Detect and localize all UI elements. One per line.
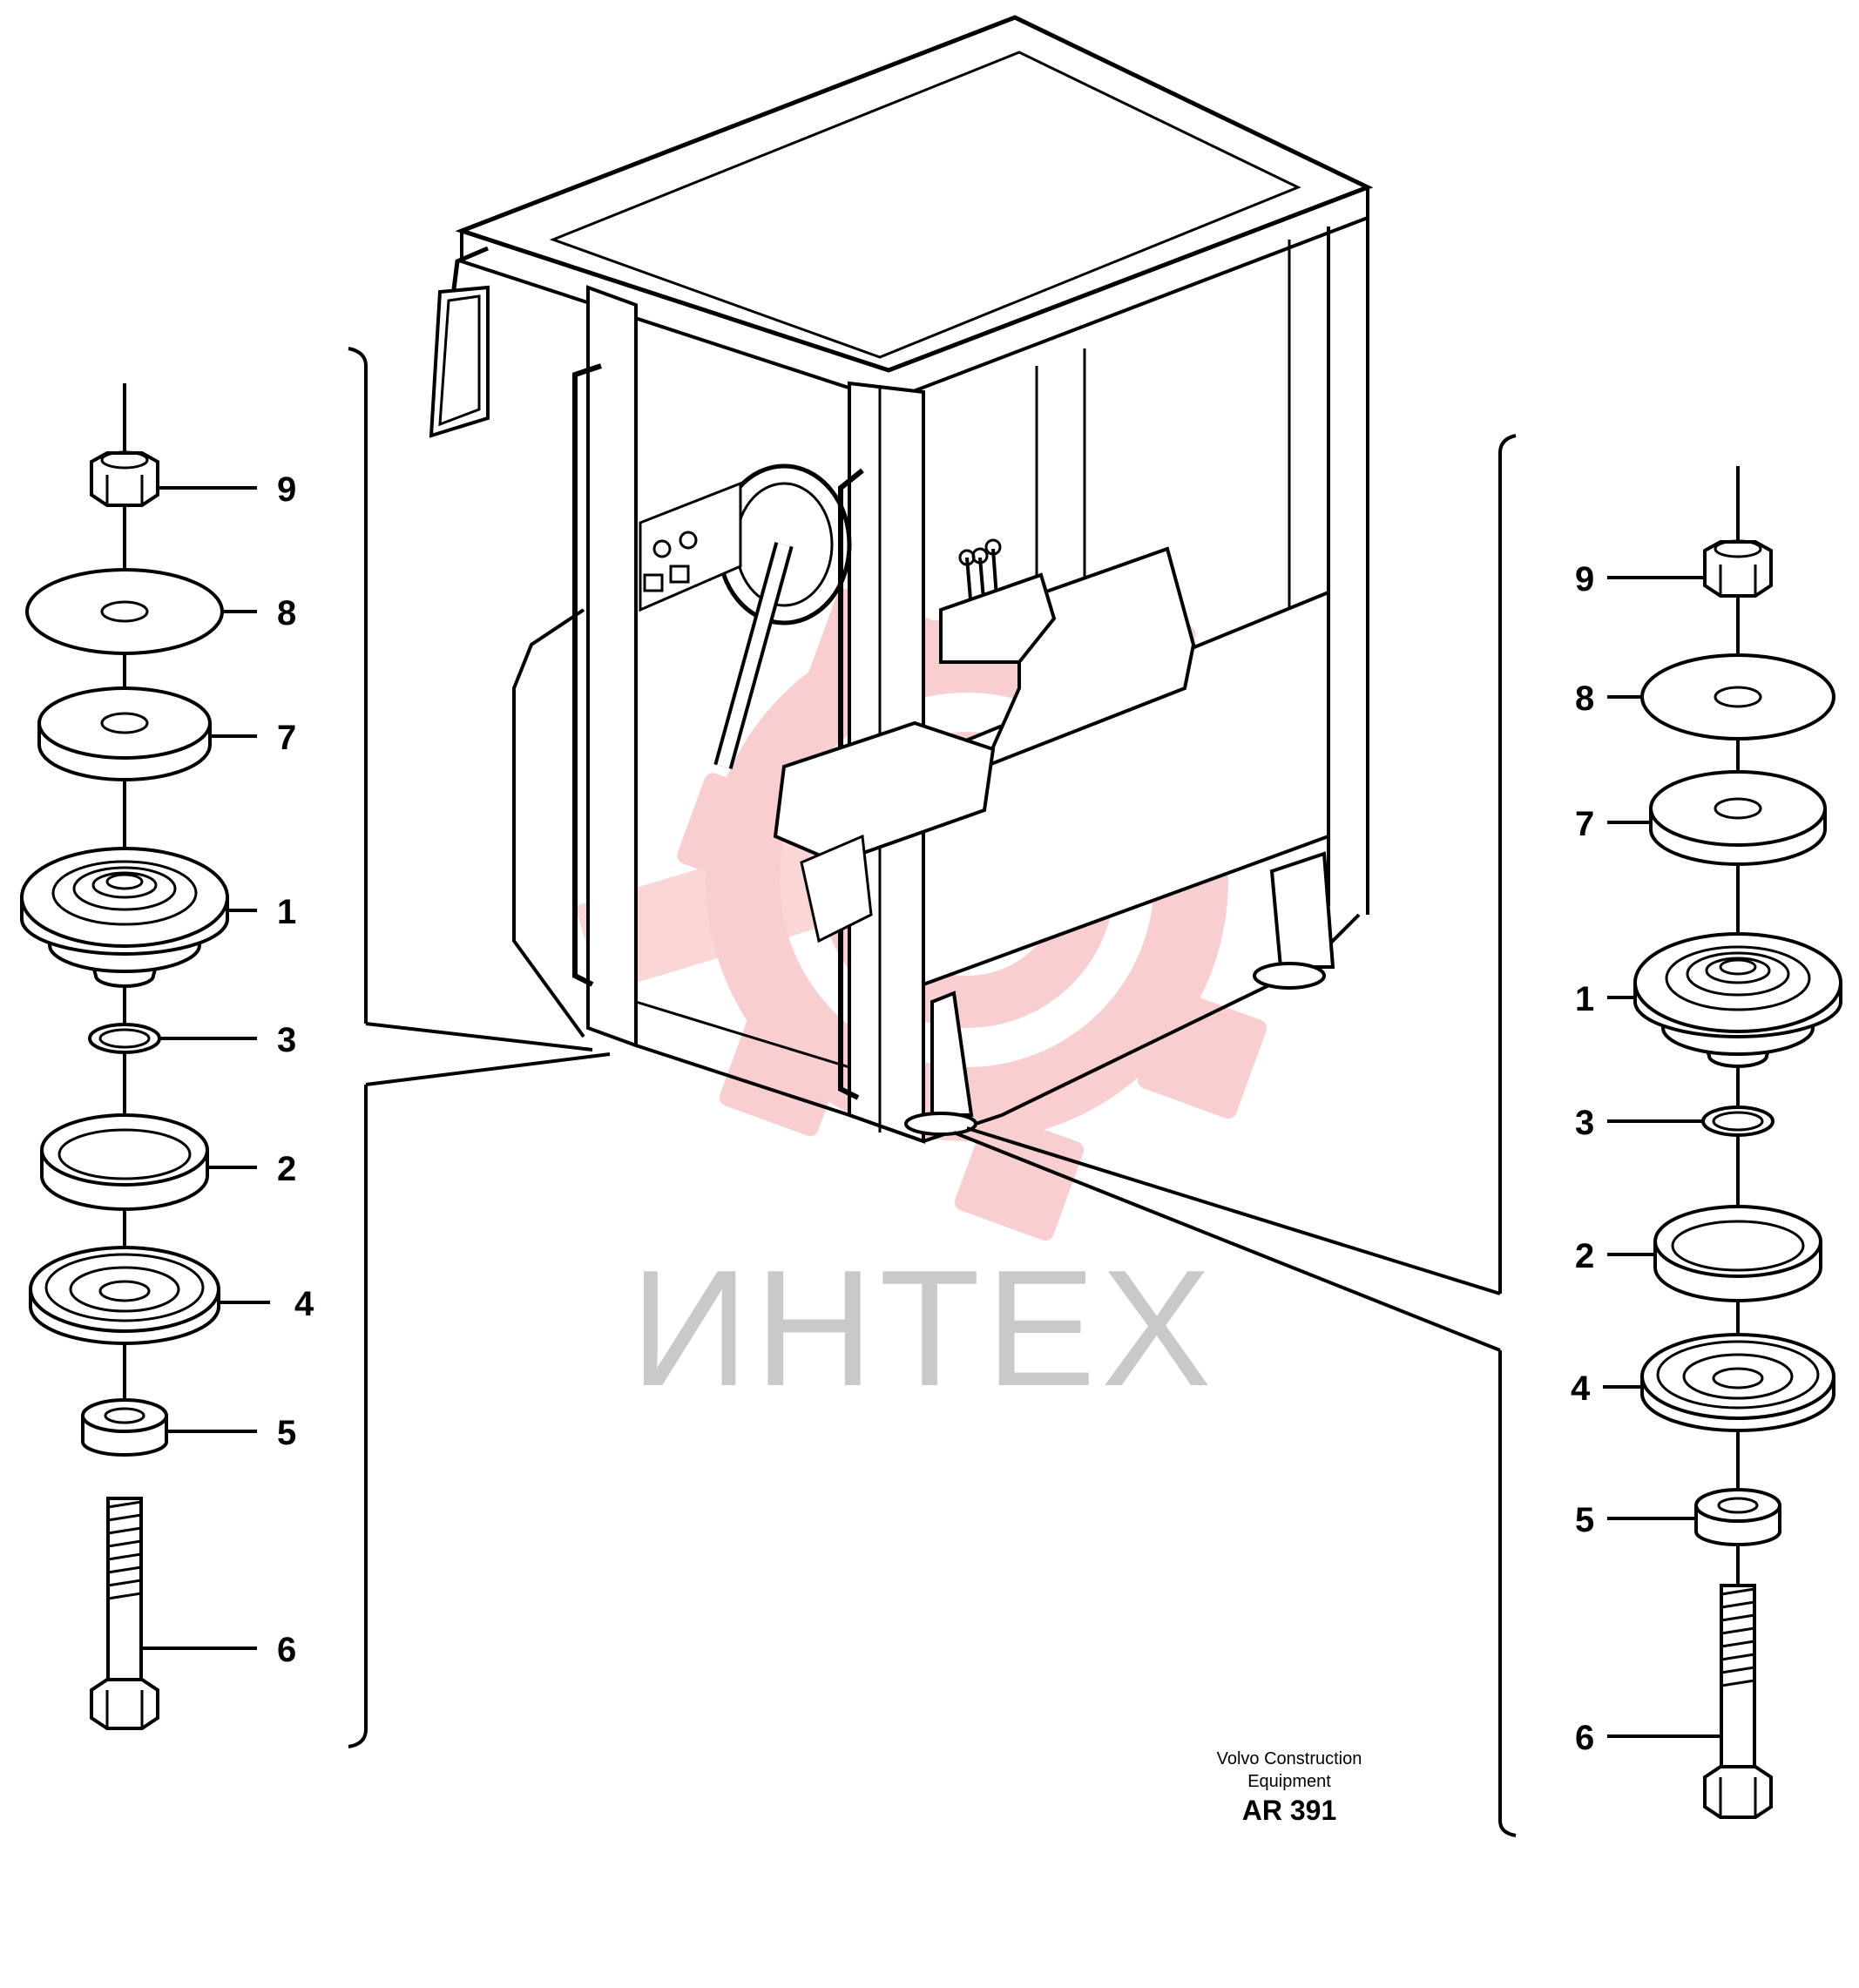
control-levers [939,538,1057,664]
right-assembly: 9 8 7 1 3 2 4 5 6 [1571,466,1842,1819]
label-2: 2 [277,1150,296,1188]
left-assembly: 9 8 7 1 3 2 4 5 6 [20,383,314,1730]
label-4: 4 [1571,1369,1591,1408]
drawing-code: AR 391 [1241,1795,1337,1826]
label-6: 6 [1575,1719,1594,1757]
nut-icon [1703,539,1773,598]
left-bracket [348,347,368,1748]
right-part-labels: 9 8 7 1 3 2 4 5 6 [1571,560,1594,1757]
label-8: 8 [1575,680,1594,718]
watermark-text: ИНТЕХ [630,1236,1216,1421]
label-8: 8 [277,594,296,632]
publisher-line2: Equipment [1247,1772,1331,1791]
cab-mount-feet [904,851,1335,1136]
label-1: 1 [277,893,296,931]
mirror [429,246,490,438]
label-4: 4 [294,1285,314,1323]
ring-icon [40,1113,209,1211]
left-label-leaders [141,486,270,1650]
washer-icon [25,568,224,655]
ring-icon [1653,1205,1822,1302]
label-9: 9 [277,470,296,509]
rubber-mount-icon [1633,932,1842,1068]
front-post-left [586,285,638,1048]
left-part-labels: 9 8 7 1 3 2 4 5 6 [277,470,314,1669]
washer-icon [1640,653,1835,740]
label-5: 5 [277,1414,296,1452]
label-6: 6 [277,1631,296,1669]
right-leader [953,1126,1501,1352]
nut-icon [90,450,159,507]
thick-washer-icon [1649,770,1827,866]
thick-washer-icon [37,686,212,781]
publisher-name: Volvo Construction Equipment [1159,1748,1420,1793]
bolt-icon [1703,1584,1773,1819]
o-ring-icon [1701,1106,1774,1137]
publisher-line1: Volvo Construction [1216,1749,1362,1768]
label-3: 3 [1575,1104,1594,1142]
right-label-leaders [1603,576,1721,1738]
spacer-icon [81,1398,168,1457]
label-2: 2 [1575,1237,1594,1275]
bolt-icon [90,1497,159,1730]
door-handle-left [572,363,602,987]
label-9: 9 [1575,560,1594,598]
left-leader [365,1022,611,1086]
cab-illustration [429,15,1374,1144]
rubber-mount-icon [20,847,229,988]
o-ring-icon [88,1023,161,1054]
label-5: 5 [1575,1501,1594,1539]
dished-washer-icon [1640,1333,1835,1432]
label-1: 1 [1575,980,1594,1018]
spacer-icon [1694,1488,1781,1546]
dished-washer-icon [29,1246,220,1345]
label-7: 7 [277,719,296,757]
label-3: 3 [277,1021,296,1059]
right-bracket [1498,434,1517,1837]
label-7: 7 [1575,805,1594,843]
